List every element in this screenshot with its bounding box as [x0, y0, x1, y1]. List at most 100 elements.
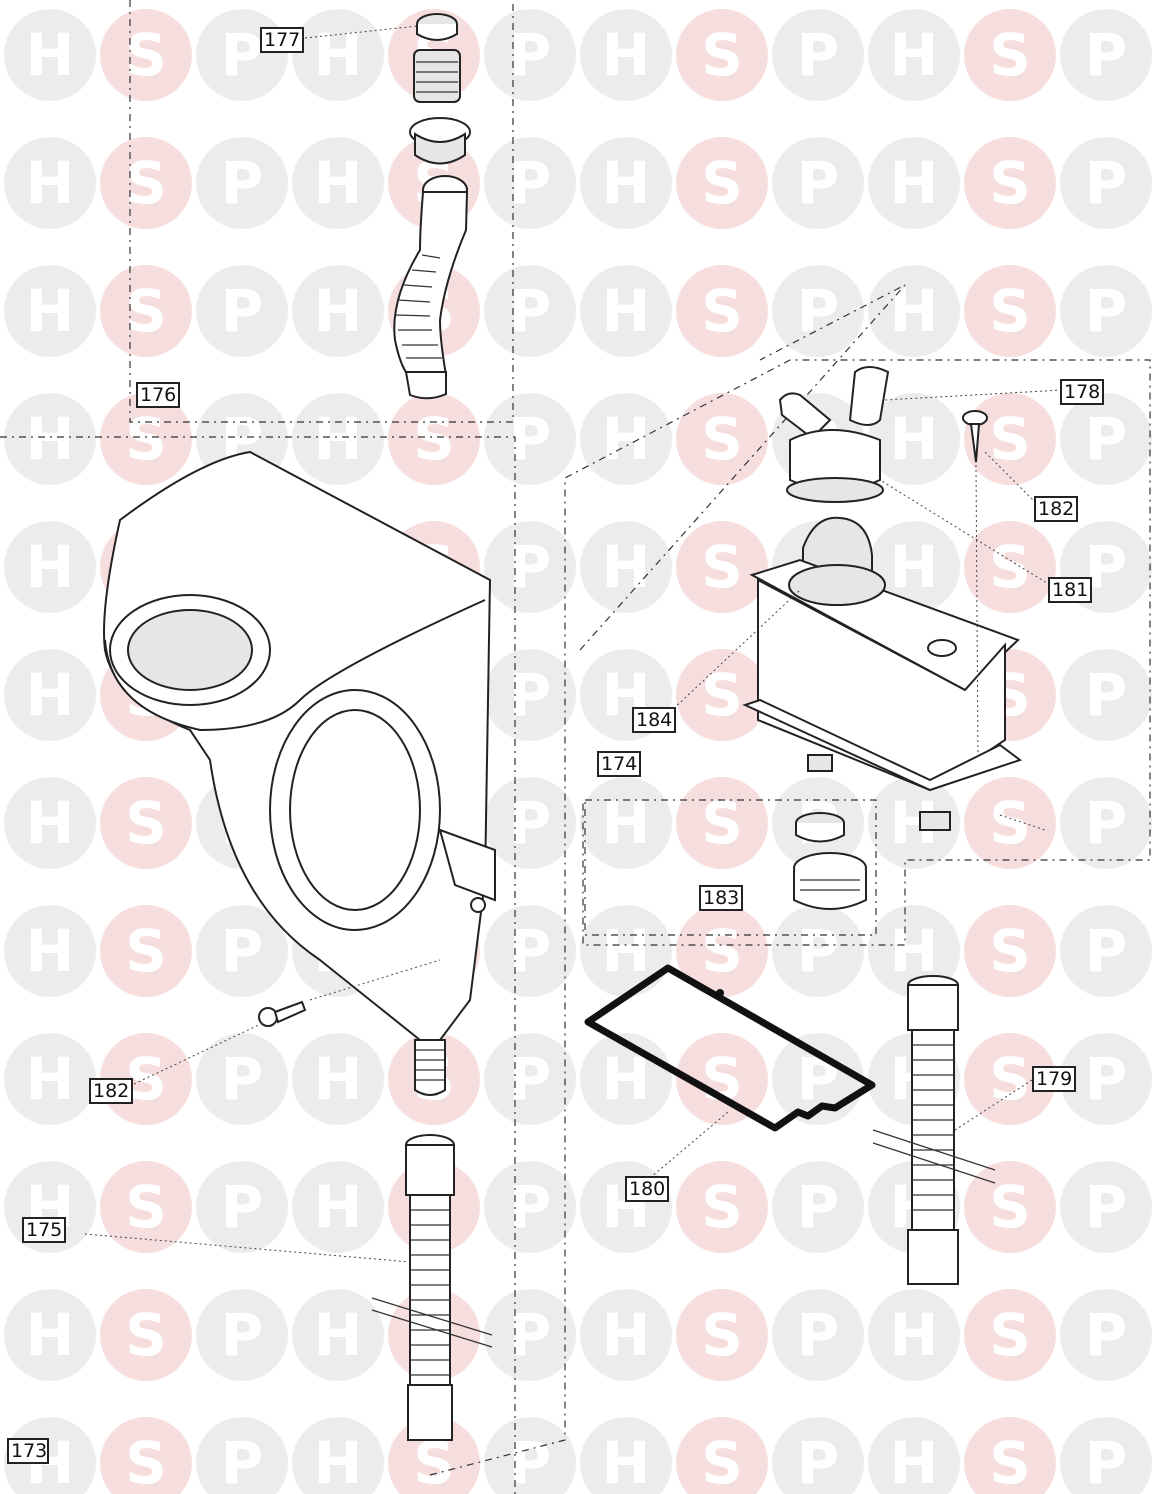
watermark-circle: [100, 137, 192, 229]
watermark-letter: S: [989, 1045, 1031, 1113]
watermark-letter: S: [125, 21, 167, 89]
watermark-circle: [1060, 1417, 1152, 1494]
watermark-letter: H: [602, 21, 651, 89]
watermark-circle: [196, 1033, 288, 1125]
watermark-circle: [580, 521, 672, 613]
watermark-letter: S: [989, 533, 1031, 601]
watermark-letter: H: [26, 149, 75, 217]
watermark-circle: [868, 905, 960, 997]
watermark-letter: S: [701, 1429, 743, 1494]
watermark-letter: S: [701, 789, 743, 857]
watermark-circle: [772, 137, 864, 229]
watermark-circle: [196, 265, 288, 357]
watermark-circle: [100, 777, 192, 869]
reservoir-cap: [795, 812, 845, 843]
watermark-letter: H: [26, 405, 75, 473]
watermark-letter: H: [314, 1301, 363, 1369]
watermark-letter: H: [26, 1301, 75, 1369]
watermark-letter: P: [1085, 277, 1128, 345]
watermark-circle: [4, 1417, 96, 1494]
watermark-circle: [1060, 9, 1152, 101]
callout-184: 184: [632, 707, 676, 733]
watermark-circle: [292, 1033, 384, 1125]
watermark-letter: P: [797, 1429, 840, 1494]
watermark-circle: [100, 1417, 192, 1494]
watermark-letter: P: [221, 1301, 264, 1369]
watermark-circle: [676, 649, 768, 741]
watermark-circle: [772, 1161, 864, 1253]
watermark-letter: H: [890, 533, 939, 601]
watermark-letter: S: [989, 277, 1031, 345]
watermark-circle: [964, 1417, 1056, 1494]
watermark-circle: [868, 265, 960, 357]
callout-177: 177: [260, 27, 304, 53]
watermark-letter: H: [890, 917, 939, 985]
watermark-letter: P: [221, 917, 264, 985]
watermark-circle: [676, 265, 768, 357]
watermark-circle: [964, 137, 1056, 229]
watermark-circle: [484, 9, 576, 101]
watermark-circle: [868, 777, 960, 869]
trap-outlet-spigot: [414, 1039, 446, 1096]
watermark-circle: [484, 905, 576, 997]
watermark-letter: H: [602, 789, 651, 857]
condensate-trap-top-cap: [416, 13, 458, 41]
watermark-circle: [1060, 1161, 1152, 1253]
watermark-letter: P: [221, 21, 264, 89]
watermark-letter: S: [701, 277, 743, 345]
watermark-circle: [580, 1417, 672, 1494]
watermark-letter: H: [314, 1429, 363, 1494]
watermark-letter: P: [797, 1173, 840, 1241]
watermark-circle: [196, 905, 288, 997]
watermark-circle: [964, 1289, 1056, 1381]
watermark-letter: H: [602, 533, 651, 601]
callout-176: 176: [136, 382, 180, 408]
callout-178: 178: [1060, 379, 1104, 405]
watermark-letter: H: [602, 277, 651, 345]
watermark-circle: [772, 265, 864, 357]
watermark-circle: [676, 393, 768, 485]
watermark-circle: [484, 1033, 576, 1125]
watermark-letter: H: [890, 1301, 939, 1369]
watermark-letter: P: [509, 661, 552, 729]
watermark-circle: [1060, 649, 1152, 741]
condensate-reservoir: [742, 558, 1023, 831]
watermark-circle: [484, 1161, 576, 1253]
watermark-circle: [868, 1417, 960, 1494]
watermark-letter: S: [989, 149, 1031, 217]
watermark-letter: S: [701, 21, 743, 89]
watermark-letter: P: [1085, 21, 1128, 89]
callout-182-left: 182: [89, 1078, 133, 1104]
watermark-circle: [580, 1289, 672, 1381]
watermark-circle: [1060, 777, 1152, 869]
watermark-circle: [4, 393, 96, 485]
watermark-letter: S: [989, 405, 1031, 473]
watermark-letter: H: [314, 149, 363, 217]
watermark-letter: P: [1085, 1429, 1128, 1494]
watermark-letter: S: [701, 533, 743, 601]
watermark-circle: [100, 1161, 192, 1253]
watermark-letter: S: [125, 789, 167, 857]
callout-173: 173: [7, 1438, 49, 1464]
watermark-letter: P: [797, 277, 840, 345]
watermark-letter: P: [509, 917, 552, 985]
watermark-letter: S: [989, 1301, 1031, 1369]
gasket: [584, 964, 876, 1132]
watermark-circle: [4, 521, 96, 613]
watermark-letter: H: [602, 1301, 651, 1369]
watermark-letter: H: [602, 405, 651, 473]
watermark-circle: [292, 1161, 384, 1253]
watermark-circle: [676, 137, 768, 229]
watermark-letter: H: [890, 149, 939, 217]
watermark-circle: [4, 777, 96, 869]
watermark-letter: P: [797, 1301, 840, 1369]
watermark-letter: P: [1085, 917, 1128, 985]
watermark-letter: H: [314, 21, 363, 89]
watermark-letter: H: [26, 789, 75, 857]
watermark-letter: H: [602, 1429, 651, 1494]
watermark-circle: [676, 521, 768, 613]
watermark-circle: [4, 905, 96, 997]
flexible-hose-lower: [371, 1134, 493, 1441]
watermark-circle: [484, 137, 576, 229]
watermark-letter: P: [509, 1429, 552, 1494]
